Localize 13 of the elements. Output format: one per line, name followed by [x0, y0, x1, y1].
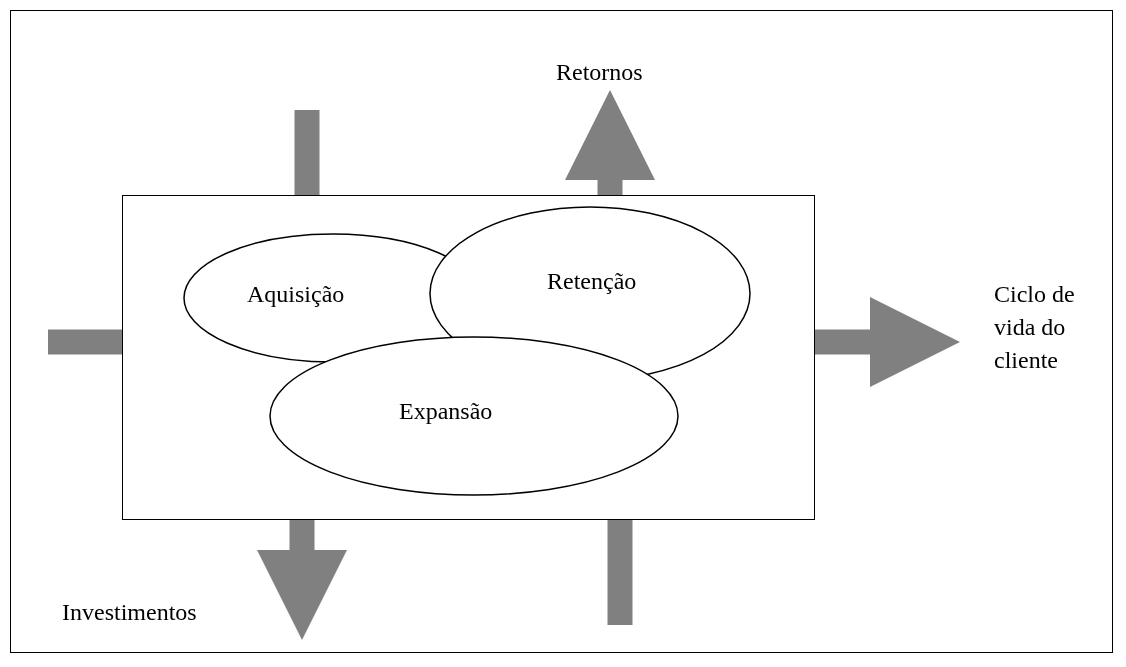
text-label: Investimentos [62, 596, 258, 640]
connector-bar [607, 520, 633, 625]
rectangle-box [122, 195, 815, 520]
ellipse-label: Aquisição [247, 281, 345, 308]
ellipse-label: Retenção [547, 268, 637, 295]
arrow [565, 90, 655, 195]
arrow [815, 297, 960, 387]
connector-bar [48, 329, 122, 355]
text-label: Ciclo de vida do cliente [960, 278, 1110, 382]
arrow [257, 520, 347, 640]
text-label: Retornos [556, 56, 668, 90]
ellipse-label: Expansão [399, 398, 493, 425]
connector-bar [294, 110, 320, 195]
